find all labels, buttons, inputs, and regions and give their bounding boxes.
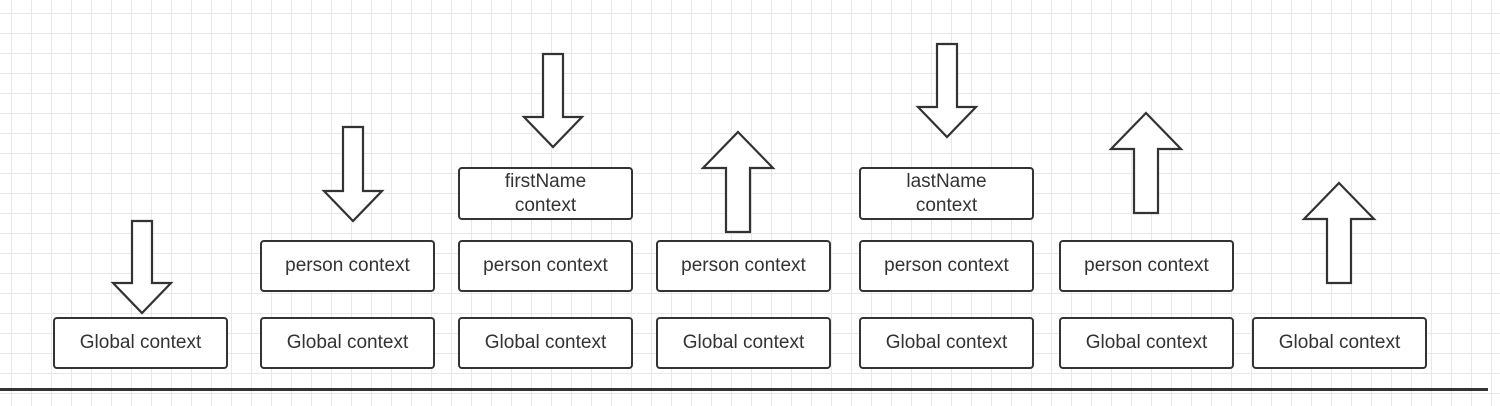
- person-context-box: person context: [260, 240, 435, 292]
- global-context-box: Global context: [859, 317, 1034, 369]
- up-arrow-icon: [1108, 111, 1184, 215]
- down-arrow-icon: [321, 125, 385, 223]
- firstname-context-box: firstName context: [458, 167, 633, 220]
- person-context-box: person context: [656, 240, 831, 292]
- down-arrow-icon: [521, 52, 585, 149]
- global-context-box: Global context: [1252, 317, 1427, 369]
- up-arrow-icon: [1301, 181, 1377, 285]
- global-context-box: Global context: [53, 317, 228, 369]
- down-arrow-icon: [915, 42, 979, 139]
- up-arrow-icon: [700, 130, 776, 234]
- person-context-box: person context: [458, 240, 633, 292]
- global-context-box: Global context: [1059, 317, 1234, 369]
- global-context-box: Global context: [458, 317, 633, 369]
- down-arrow-icon: [110, 219, 174, 315]
- person-context-box: person context: [1059, 240, 1234, 292]
- person-context-box: person context: [859, 240, 1034, 292]
- lastname-context-box: lastName context: [859, 167, 1034, 220]
- ground-line: [0, 388, 1488, 391]
- global-context-box: Global context: [260, 317, 435, 369]
- global-context-box: Global context: [656, 317, 831, 369]
